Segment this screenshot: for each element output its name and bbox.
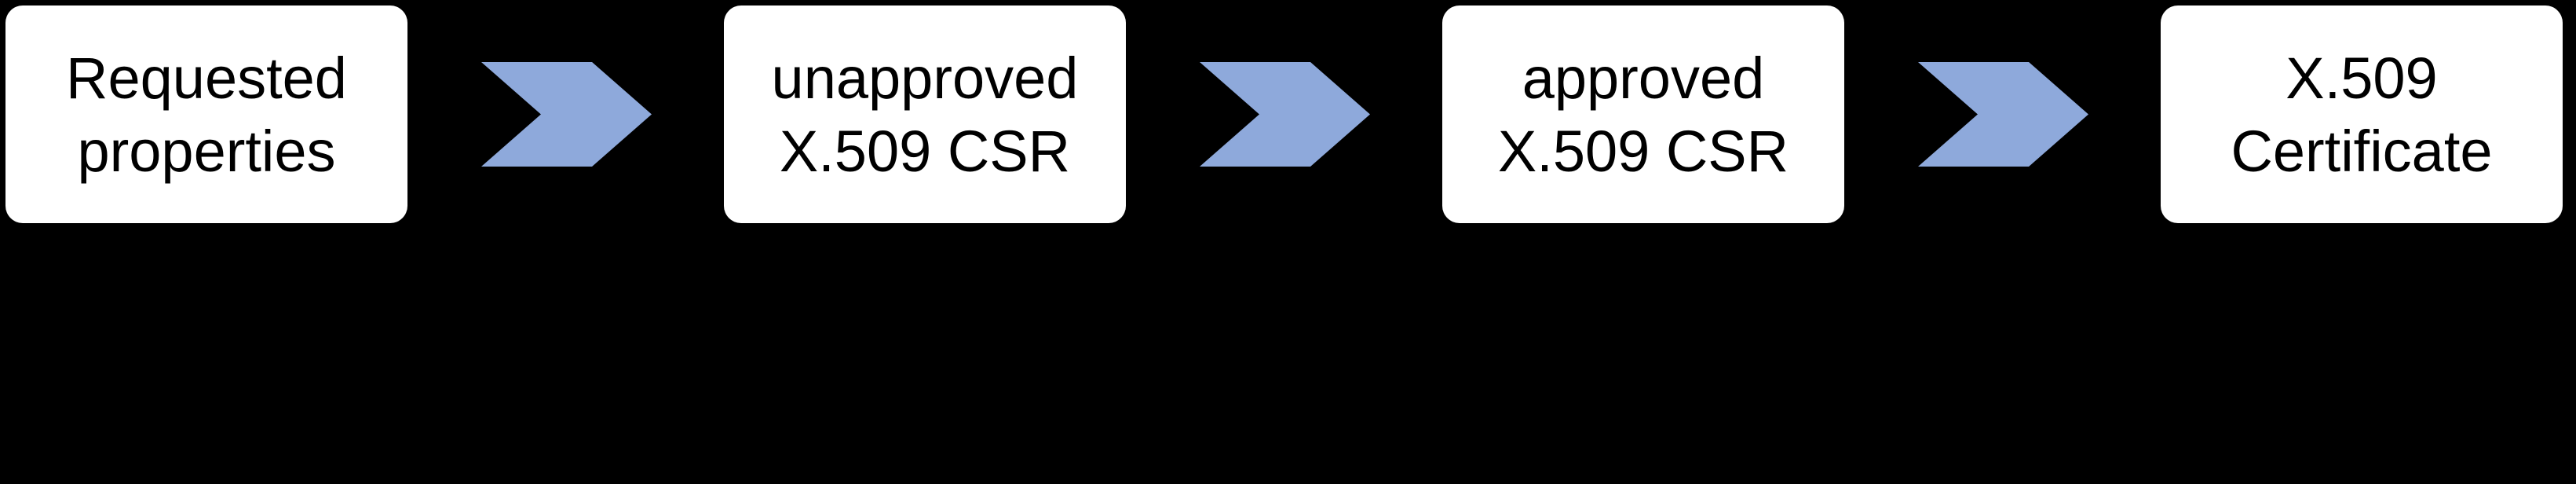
node-label: X.509 Certificate [2231,42,2492,188]
node-label-line1: X.509 [2286,45,2438,111]
node-label-line2: X.509 CSR [779,118,1071,184]
node-label-line2: properties [77,118,336,184]
node-label: unapproved X.509 CSR [772,42,1079,188]
node-label-line2: X.509 CSR [1497,118,1789,184]
node-label-line2: Certificate [2231,118,2493,184]
node-x509-certificate: X.509 Certificate [2161,6,2563,223]
node-label: Requested properties [66,42,347,188]
node-unapproved-csr: unapproved X.509 CSR [724,6,1126,223]
node-label: approved X.509 CSR [1498,42,1789,188]
node-label-line1: Requested [66,45,347,111]
node-label-line1: unapproved [771,45,1079,111]
chevron-right-icon [1200,62,1370,167]
node-requested-properties: Requested properties [5,6,407,223]
node-approved-csr: approved X.509 CSR [1442,6,1844,223]
chevron-right-icon [1918,62,2088,167]
chevron-right-icon [481,62,652,167]
node-label-line1: approved [1522,45,1765,111]
